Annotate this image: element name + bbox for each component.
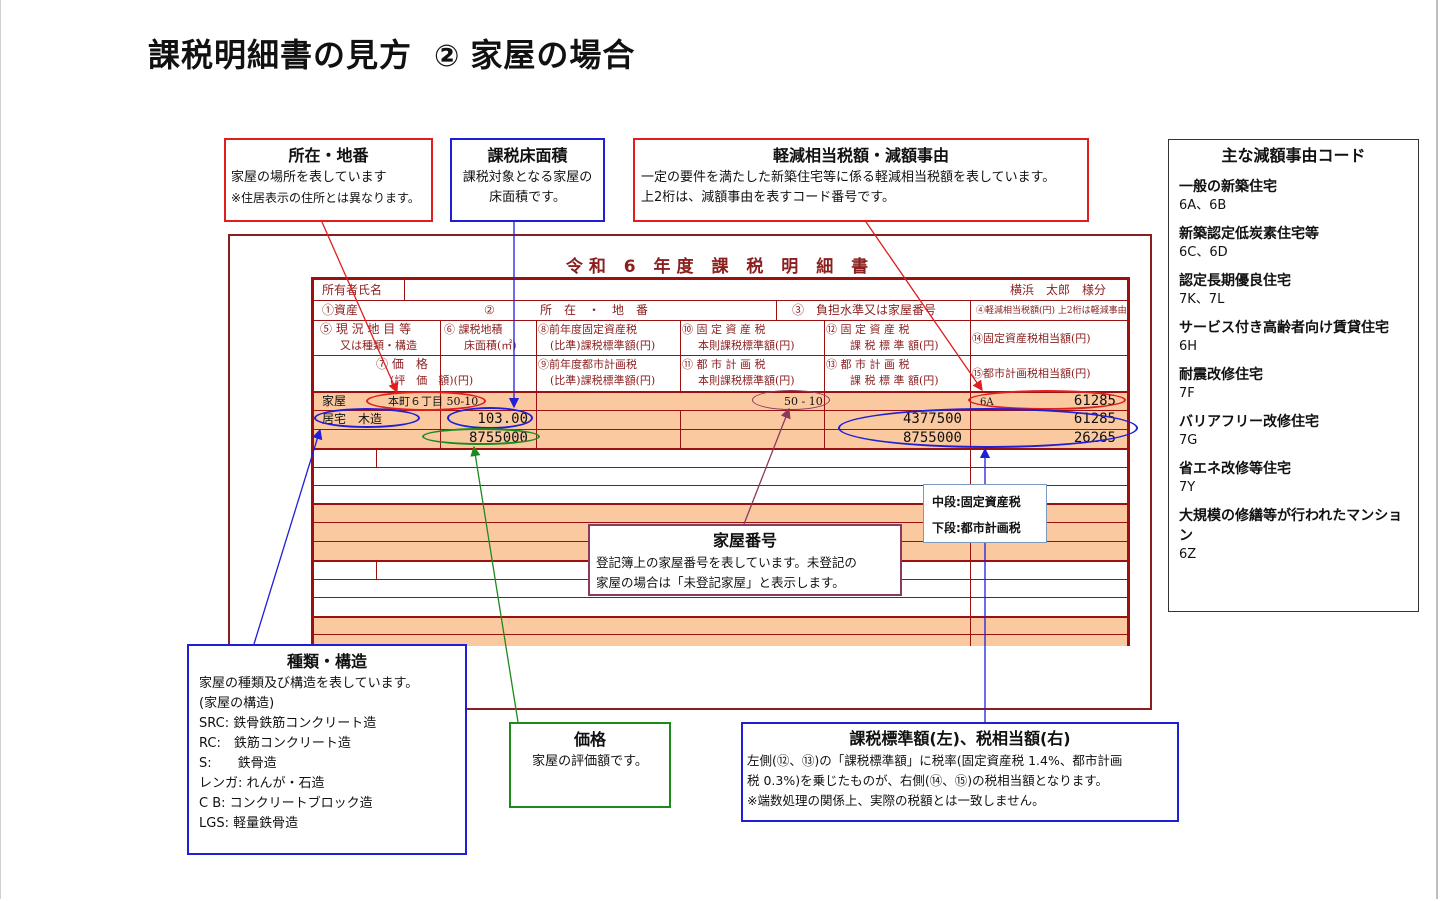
highlight-tax-values (838, 408, 1138, 448)
callout-tax-types: 中段:固定資産税 下段:都市計画税 (923, 484, 1047, 543)
owner-name: 横浜 太郎 様分 (1010, 283, 1107, 297)
header-12a: ⑫ 固 定 資 産 税 (826, 323, 910, 336)
header-11b: 本則課税標準額(円) (698, 374, 795, 387)
callout-price: 価格 家屋の評価額です。 (509, 722, 671, 808)
kind-line: (家屋の構造) (199, 696, 275, 711)
form-title: 令和 6 年度 課 税 明 細 書 (565, 257, 875, 277)
kind-line: RC: 鉄筋コンクリート造 (199, 736, 351, 751)
header-location: 所 在 ・ 地 番 (540, 303, 649, 317)
arrow-kind (253, 428, 323, 645)
callout-price-line-1: 家屋の評価額です。 (532, 754, 648, 769)
header-12b: 課 税 標 準 額(円) (850, 339, 939, 352)
header-9b: (比準)課税標準額(円) (550, 374, 656, 387)
page-title: 課税明細書の見方 ② 家屋の場合 (148, 30, 635, 76)
arrow-house-number (743, 407, 791, 525)
header-8b: (比準)課税標準額(円) (550, 339, 656, 352)
header-8a: ⑧前年度固定資産税 (538, 323, 637, 336)
callout-reduction-line-1: 一定の要件を満たした新築住宅等に係る軽減相当税額を表しています。 (641, 170, 1056, 185)
title-number: ② (434, 39, 461, 74)
arrow-reduction (865, 221, 983, 392)
arrow-price (470, 445, 519, 723)
header-4: ④軽減相当税額(円) 上2桁は軽減事由 (976, 306, 1127, 316)
kind-line: S: 鉄骨造 (199, 756, 277, 771)
callout-house-number-line-1: 登記簿上の家屋番号を表しています。未登記の (596, 555, 857, 570)
callout-floor-area-line-2: 床面積です。 (489, 190, 566, 205)
tax-type-middle: 中段:固定資産税 (932, 495, 1021, 509)
header-asset: ①資産 (322, 303, 359, 317)
callout-tax-base-heading: 課税標準額(左)、税相当額(右) (849, 729, 1071, 748)
header-13a: ⑬ 都 市 計 画 税 (826, 358, 910, 371)
header-10b: 本則課税標準額(円) (698, 339, 795, 352)
kind-line: SRC: 鉄骨鉄筋コンクリート造 (199, 716, 377, 731)
header-5a: ⑤ 現 況 地 目 等 (320, 322, 412, 336)
callout-tax-base: 課税標準額(左)、税相当額(右) 左側(⑫、⑬)の「課税標準額」に税率(固定資産… (741, 722, 1179, 822)
kind-line: LGS: 軽量鉄骨造 (199, 816, 299, 831)
callout-floor-area-line-1: 課税対象となる家屋の (462, 170, 593, 185)
header-2: ② (484, 303, 495, 317)
arrow-location (321, 221, 399, 394)
kind-line: C B: コンクリートブロック造 (199, 796, 373, 811)
callout-kind-structure: 種類・構造 家屋の種類及び構造を表しています。 (家屋の構造) SRC: 鉄骨鉄… (187, 644, 467, 855)
callout-kind-heading: 種類・構造 (286, 652, 367, 671)
header-5b: 又は種類・構造 (340, 339, 417, 352)
callout-location-line-1: 家屋の場所を表しています (231, 170, 387, 185)
callout-floor-area: 課税床面積 課税対象となる家屋の 床面積です。 (450, 138, 605, 222)
code-list-heading: 主な減額事由コード (1221, 146, 1366, 165)
header-6b: 床面積(㎡) (464, 339, 517, 352)
statement-frame (228, 234, 1152, 710)
header-9a: ⑨前年度都市計画税 (538, 358, 637, 371)
highlight-house-number (752, 390, 830, 410)
header-6a: ⑥ 課税地積 (444, 323, 503, 336)
callout-reduction-line-2: 上2桁は、減額事由を表すコード番号です。 (641, 190, 895, 205)
callout-reduction: 軽減相当税額・減額事由 一定の要件を満たした新築住宅等に係る軽減相当税額を表して… (633, 138, 1089, 222)
tax-type-lower: 下段:都市計画税 (932, 521, 1021, 535)
callout-location-heading: 所在・地番 (288, 146, 369, 165)
header-10a: ⑩ 固 定 資 産 税 (682, 323, 766, 336)
header-7a: ⑦ 価 格 (376, 357, 428, 371)
callout-price-heading: 価格 (573, 730, 606, 749)
header-13b: 課 税 標 準 額(円) (850, 374, 939, 387)
highlight-price (422, 428, 540, 445)
header-3: ③ 負担水準又は家屋番号 (792, 303, 937, 317)
callout-location: 所在・地番 家屋の場所を表しています ※住居表示の住所とは異なります。 (224, 138, 433, 222)
row-asset: 家屋 (322, 394, 347, 408)
callout-house-number: 家屋番号 登記簿上の家屋番号を表しています。未登記の 家屋の場合は「未登記家屋」… (588, 524, 902, 596)
title-main: 課税明細書の見方 (148, 36, 413, 74)
highlight-address (366, 391, 486, 411)
callout-floor-area-heading: 課税床面積 (487, 146, 568, 165)
kind-line: 家屋の種類及び構造を表しています。 (199, 676, 419, 691)
callout-reduction-heading: 軽減相当税額・減額事由 (772, 146, 949, 165)
band-row-5 (314, 616, 1127, 646)
title-sub: 家屋の場合 (470, 36, 636, 74)
highlight-kind (314, 408, 420, 428)
callout-location-line-2: ※住居表示の住所とは異なります。 (231, 191, 420, 205)
callout-house-number-line-2: 家屋の場合は「未登記家屋」と表示します。 (596, 575, 845, 590)
header-7b: (評 価 額)(円) (390, 374, 474, 387)
kind-line: レンガ: れんが・石造 (199, 776, 325, 791)
header-15: ⑮都市計画税相当額(円) (972, 367, 1091, 380)
header-14: ⑭固定資産税相当額(円) (972, 332, 1091, 345)
callout-house-number-heading: 家屋番号 (712, 531, 777, 550)
tax-base-line-2: 税 0.3%)を乗じたものが、右側(⑭、⑮)の税相当額となります。 (747, 773, 1108, 788)
tax-base-line-1: 左側(⑫、⑬)の「課税標準額」に税率(固定資産税 1.4%、都市計画 (747, 753, 1123, 768)
tax-base-line-3: ※端数処理の関係上、実際の税額とは一致しません。 (747, 793, 1045, 808)
header-11a: ⑪ 都 市 計 画 税 (682, 358, 766, 371)
